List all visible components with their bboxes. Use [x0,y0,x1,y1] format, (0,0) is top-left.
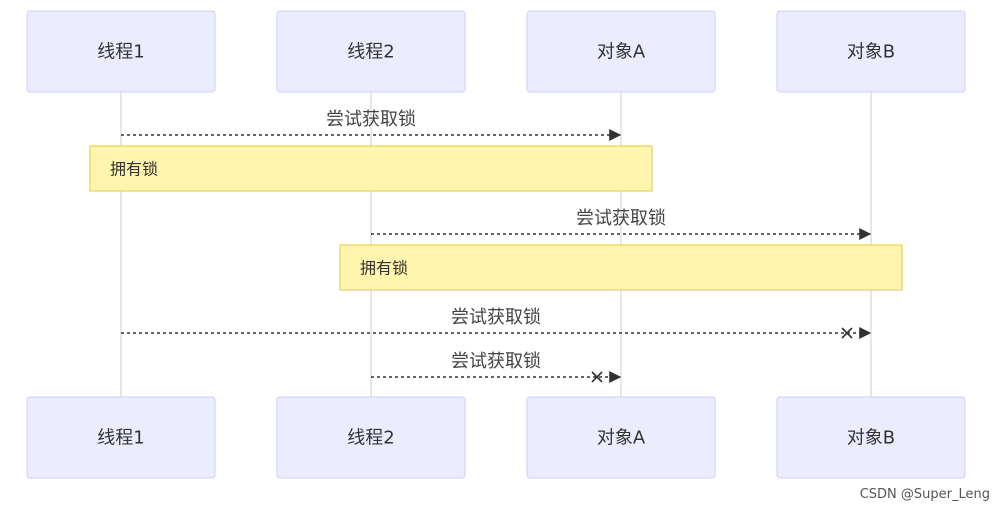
note-box [339,244,903,291]
participant-box [776,10,966,93]
participant-bottom-t2: 线程2 [276,396,466,479]
message-label: 尝试获取锁 [576,208,666,229]
participant-box [526,396,716,479]
message-label: 尝试获取锁 [451,307,541,328]
participant-label: 线程2 [347,428,394,449]
participant-bottom-ob: 对象B [776,396,966,479]
note-2: 拥有锁 [339,244,903,291]
participant-box [776,396,966,479]
participant-label: 线程1 [97,428,144,449]
participant-label: 对象A [597,428,646,449]
participant-box [26,10,216,93]
participant-box [276,10,466,93]
note-box [89,145,653,192]
participant-top-t1: 线程1 [26,10,216,93]
participant-label: 线程2 [347,42,394,63]
participant-top-t2: 线程2 [276,10,466,93]
note-label: 拥有锁 [110,160,158,179]
message-label: 尝试获取锁 [326,109,416,130]
participant-top-ob: 对象B [776,10,966,93]
watermark: CSDN @Super_Leng [859,487,990,502]
participant-label: 线程1 [97,42,144,63]
failed-cross-icon [841,327,853,339]
participant-label: 对象A [597,42,646,63]
message-4: 尝试获取锁 [371,351,622,383]
failed-cross-icon [591,371,603,383]
participant-box [26,396,216,479]
participant-label: 对象B [847,42,895,63]
participant-top-oa: 对象A [526,10,716,93]
message-2: 尝试获取锁 [371,208,872,240]
participant-label: 对象B [847,428,895,449]
participant-box [526,10,716,93]
message-label: 尝试获取锁 [451,351,541,372]
note-label: 拥有锁 [360,259,408,278]
participant-bottom-oa: 对象A [526,396,716,479]
message-3: 尝试获取锁 [121,307,872,339]
participant-box [276,396,466,479]
note-1: 拥有锁 [89,145,653,192]
message-1: 尝试获取锁 [121,109,622,141]
participant-bottom-t1: 线程1 [26,396,216,479]
